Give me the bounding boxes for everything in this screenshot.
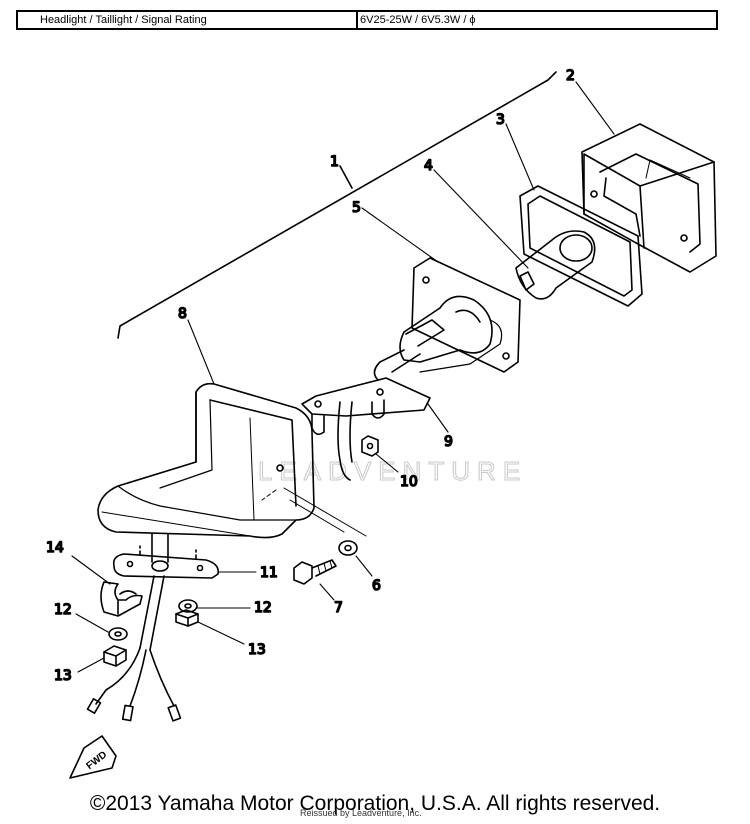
spec-value: 6V25-25W / 6V5.3W / ϕ [360, 14, 476, 26]
callout-8: 8 [178, 306, 187, 322]
callout-9: 9 [444, 434, 453, 450]
callout-10: 10 [400, 474, 418, 490]
reissue-note: Reissued by Leadventure, Inc. [300, 808, 422, 818]
fwd-arrow: FWD [69, 735, 117, 779]
callout-7: 7 [334, 600, 343, 616]
copyright-notice: ©2013 Yamaha Motor Corporation, U.S.A. A… [89, 792, 661, 815]
callout-1: 1 [330, 154, 339, 170]
callout-12-left: 12 [54, 602, 72, 618]
callout-13-left: 13 [54, 668, 72, 684]
part-7-bolt [293, 559, 337, 585]
callout-3: 3 [496, 112, 505, 128]
assembly-bracket [117, 71, 557, 339]
callout-13-right: 13 [248, 642, 266, 658]
wire-harness [86, 575, 182, 722]
part-11-plate [112, 533, 220, 579]
part-8-housing [97, 382, 315, 539]
part-12-washer-left [108, 627, 128, 641]
fwd-label: FWD [84, 749, 109, 772]
spec-table: Headlight / Taillight / Signal Rating 6V… [16, 10, 718, 30]
part-9-bracket [301, 377, 431, 481]
callout-6: 6 [372, 578, 381, 594]
callout-14: 14 [46, 540, 64, 556]
part-10-nut [361, 435, 379, 457]
part-4-bulb [515, 230, 596, 300]
part-3-gasket [519, 185, 643, 307]
watermark: LEADVENTURE [258, 456, 527, 486]
part-6-washer [338, 540, 358, 556]
callout-11: 11 [260, 565, 278, 581]
part-5-socket [373, 257, 521, 381]
part-2-lens [581, 123, 717, 273]
callout-12-right: 12 [254, 600, 272, 616]
callout-leaders [71, 81, 615, 673]
callout-5: 5 [352, 200, 361, 216]
part-14-clamp [100, 581, 143, 617]
mount-leader [261, 487, 367, 537]
part-12-washer-right [178, 599, 198, 613]
callout-2: 2 [566, 68, 575, 84]
part-13-nut-left [103, 645, 127, 667]
spec-label: Headlight / Taillight / Signal Rating [18, 12, 358, 28]
callout-4: 4 [424, 158, 433, 174]
